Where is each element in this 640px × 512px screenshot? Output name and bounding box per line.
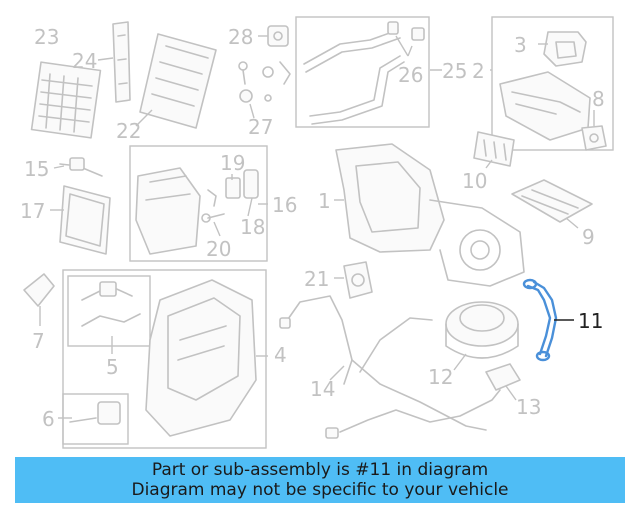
part-15-sensor[interactable] bbox=[59, 157, 103, 177]
callout-5: 5 bbox=[106, 355, 119, 379]
callout-17: 17 bbox=[20, 199, 45, 223]
callout-12: 12 bbox=[428, 365, 453, 389]
part-24-bracket[interactable] bbox=[112, 21, 131, 103]
part-27-fasteners[interactable] bbox=[238, 61, 291, 103]
callout-19: 19 bbox=[220, 151, 245, 175]
callout-18: 18 bbox=[240, 215, 265, 239]
part-20-screw[interactable] bbox=[201, 189, 225, 223]
box-2 bbox=[491, 16, 614, 151]
callout-8: 8 bbox=[592, 87, 605, 111]
part-17-frame[interactable] bbox=[59, 185, 111, 255]
part-18-sensor[interactable] bbox=[243, 169, 259, 199]
part-10-bracket[interactable] bbox=[473, 131, 515, 167]
callout-9: 9 bbox=[582, 225, 595, 249]
box-4 bbox=[62, 269, 267, 449]
callout-4: 4 bbox=[274, 343, 287, 367]
part-22-heater-core[interactable] bbox=[139, 33, 217, 129]
part-3-seal[interactable] bbox=[543, 31, 587, 67]
part-14-wiring-harness[interactable] bbox=[279, 295, 501, 439]
callout-10: 10 bbox=[462, 169, 487, 193]
part-28-clip[interactable] bbox=[267, 25, 289, 47]
part-13-resistor[interactable] bbox=[485, 363, 521, 391]
callout-23: 23 bbox=[34, 25, 59, 49]
part-11-drain-hose-highlighted[interactable] bbox=[522, 278, 558, 362]
part-8-actuator[interactable] bbox=[581, 125, 607, 151]
callout-2: 2 bbox=[472, 59, 485, 83]
callout-3: 3 bbox=[514, 33, 527, 57]
callout-15: 15 bbox=[24, 157, 49, 181]
box-25 bbox=[295, 16, 430, 128]
callout-26: 26 bbox=[398, 63, 423, 87]
callout-21: 21 bbox=[304, 267, 329, 291]
part-5-linkage[interactable] bbox=[81, 281, 141, 327]
callout-16: 16 bbox=[272, 193, 297, 217]
box-6 bbox=[62, 393, 129, 445]
banner-line-2: Diagram may not be specific to your vehi… bbox=[131, 480, 509, 500]
part-9-cabin-filter[interactable] bbox=[511, 179, 593, 223]
info-banner: Part or sub-assembly is #11 in diagram D… bbox=[15, 457, 625, 503]
callout-20: 20 bbox=[206, 237, 231, 261]
callout-11-highlighted: 11 bbox=[578, 309, 603, 333]
part-1-hvac-case[interactable] bbox=[335, 143, 525, 287]
part-4-lower-housing[interactable] bbox=[145, 279, 257, 437]
part-26-fittings[interactable] bbox=[387, 21, 425, 41]
part-25-ac-lines[interactable] bbox=[303, 29, 405, 125]
callout-14: 14 bbox=[310, 377, 335, 401]
callout-1: 1 bbox=[318, 189, 331, 213]
box-5 bbox=[67, 275, 151, 347]
callout-28: 28 bbox=[228, 25, 253, 49]
callout-27: 27 bbox=[248, 115, 273, 139]
part-6-actuator[interactable] bbox=[69, 401, 121, 425]
part-21-grommet[interactable] bbox=[343, 261, 373, 299]
part-12-blower-motor[interactable] bbox=[445, 301, 519, 359]
part-19-connector[interactable] bbox=[225, 177, 241, 199]
callout-13: 13 bbox=[516, 395, 541, 419]
callout-7: 7 bbox=[32, 329, 45, 353]
callout-25: 25 bbox=[442, 59, 467, 83]
leader-lines bbox=[39, 35, 595, 419]
callout-22: 22 bbox=[116, 119, 141, 143]
part-23-panel[interactable] bbox=[30, 61, 102, 139]
banner-line-1: Part or sub-assembly is #11 in diagram bbox=[151, 460, 489, 480]
part-7-bracket[interactable] bbox=[23, 273, 55, 307]
part-2-housing[interactable] bbox=[499, 71, 591, 141]
part-16-module[interactable] bbox=[135, 167, 201, 255]
callout-24: 24 bbox=[72, 49, 97, 73]
callout-labels: 23 24 22 28 27 26 25 2 3 8 10 9 15 17 19… bbox=[20, 25, 605, 431]
callout-6: 6 bbox=[42, 407, 55, 431]
